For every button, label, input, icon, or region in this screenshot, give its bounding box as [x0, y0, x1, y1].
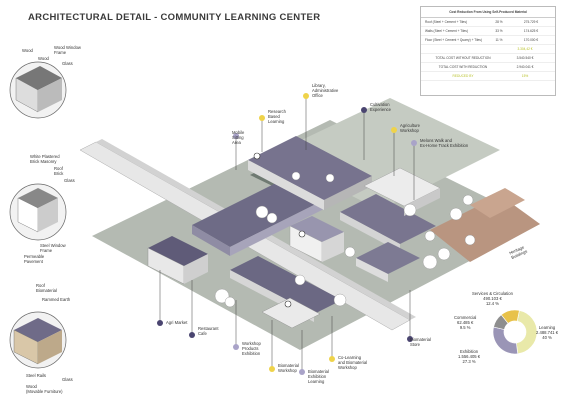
top-wall-2	[324, 176, 372, 210]
detail-circle-1	[9, 61, 67, 119]
dot-cultivation	[361, 107, 367, 113]
earth-area	[430, 195, 540, 262]
cost-total-without-label: TOTAL COST WITHOUT REDUCTION	[435, 56, 491, 60]
pie-label-exhibition: Exhibition 1.556.405 € 27.3 %	[458, 349, 481, 364]
cost-row: Floor (Steel + Cement + Quarry) + Tiles)…	[421, 36, 555, 45]
callout-glass-3: Glass	[62, 377, 73, 382]
pie-label-learning: Learning 2.488.741 € 40 %	[536, 325, 559, 340]
label-restaurant: Restaurant Cafe	[198, 326, 219, 336]
callout-roof-brick: Roof Brick	[54, 166, 64, 176]
top-wall	[248, 160, 324, 210]
cost-row-label: Walls (Steel + Cement + Tiles)	[425, 29, 468, 33]
lower-right-wall	[356, 258, 388, 282]
right-roof	[340, 194, 436, 244]
cost-row-value: 170.000 €	[523, 38, 539, 42]
cost-subtotal-value: 3.304,42 €	[517, 47, 533, 51]
cost-row-pct: 33 %	[495, 29, 503, 33]
program-pie-chart	[492, 309, 538, 355]
cost-reduction-table: Cost Reduction From Using Self-Produced …	[420, 6, 556, 96]
callout-glass-2: Glass	[64, 178, 75, 183]
callout-glass: Glass	[62, 61, 73, 66]
label-workshop-products: Workshop Products Exhibition	[242, 341, 261, 356]
cost-total-with-value: 2.940.041 €	[516, 65, 534, 69]
pie-label-commercial: Commercial 62.485 € 9.5 %	[454, 315, 477, 330]
label-library: Library, Administrative Office	[312, 83, 339, 98]
callout-wood: Wood	[22, 48, 33, 53]
cost-total-without: TOTAL COST WITHOUT REDUCTION 3.540.540 €	[421, 54, 555, 63]
cost-reduction: REDUCED BY 15%	[421, 72, 555, 81]
cost-total-with-label: TOTAL COST WITH REDUCTION	[438, 65, 488, 69]
dot-research	[259, 115, 265, 121]
white-bldg-roof	[290, 216, 344, 242]
dot-co-learning	[329, 356, 335, 362]
pie-slice-services-circulation	[500, 309, 520, 324]
callout-steel-rails: Steel Rails	[26, 373, 47, 378]
cost-row: Roof (Steel + Cement + Tiles) 28 % 275.7…	[421, 18, 555, 27]
earth-area-2	[470, 188, 525, 218]
leader-lines	[159, 98, 415, 372]
cost-total-without-value: 3.540.540 €	[516, 56, 534, 60]
market-side	[184, 254, 208, 284]
cost-row-value: 174.625 €	[523, 29, 539, 33]
detail-circle-3	[9, 311, 67, 369]
callout-steel-window-frame: Steel Window Frame	[40, 243, 66, 253]
detail-circle-2	[9, 183, 67, 241]
area-markers	[253, 152, 306, 308]
cost-row: Walls (Steel + Cement + Tiles) 33 % 174.…	[421, 27, 555, 36]
pie-slice-exhibition	[492, 326, 519, 355]
callout-roof-biomaterial: Roof Biomaterial	[36, 283, 57, 293]
pie-label-services: Services & Circulation 490.103 € 12.4 %	[472, 291, 513, 306]
callout-wood-2: Wood	[38, 56, 49, 61]
dot-agri-market	[157, 320, 163, 326]
small-pavilion	[261, 297, 321, 329]
callout-wood-movable: Wood (Movable Furniture)	[26, 384, 63, 394]
dot-biomaterial-store	[407, 336, 413, 342]
callout-wood-window-frame: Wood Window Frame	[54, 45, 81, 55]
label-melons: Melons Walk and Ex-Home Track Exhibition	[420, 138, 469, 148]
label-biomaterial-exhibition: Biomaterial Exhibition Learning	[308, 369, 329, 384]
trees	[214, 171, 476, 308]
cost-subtotal: 3.304,42 €	[421, 45, 555, 54]
dot-restaurant	[189, 332, 195, 338]
label-agri-market: Agri Market	[166, 320, 188, 325]
dot-library	[303, 93, 309, 99]
cost-row-value: 275.729 €	[523, 20, 539, 24]
label-biomaterial-workshop: Biomaterial Workshop	[278, 363, 299, 373]
right-wall	[340, 212, 400, 252]
cost-total-with: TOTAL COST WITH REDUCTION 2.940.041 €	[421, 63, 555, 72]
cost-row-pct: 28 %	[495, 20, 503, 24]
callout-white-plastered: White Plastered Brick Masonry	[30, 154, 60, 164]
dot-mobile	[233, 133, 239, 139]
cost-row-label: Floor (Steel + Cement + Quarry) + Tiles)	[425, 38, 482, 42]
white-bldg-side	[322, 232, 344, 262]
page-title: ARCHITECTURAL DETAIL - COMMUNITY LEARNIN…	[28, 12, 321, 23]
label-cultivation: Cultivation Experience	[370, 102, 391, 112]
dot-agriculture	[391, 127, 397, 133]
label-co-learning: Co-Learning and Biomaterial Workshop	[338, 355, 368, 370]
dot-biomaterial-workshop	[269, 366, 275, 372]
callout-permeable-pavement: Permeable Pavement	[24, 254, 45, 264]
callout-rammed-earth: Rammed Earth	[42, 297, 71, 302]
pie-slice-learning	[516, 310, 538, 355]
label-agriculture: Agriculture Workshop	[400, 123, 421, 133]
main-wall	[192, 225, 230, 256]
label-biomaterial-store: Biomaterial Store	[410, 337, 431, 347]
cost-reduction-value: 15%	[521, 74, 529, 78]
cost-row-pct: 11 %	[495, 38, 503, 42]
lower-roof	[230, 256, 342, 314]
dot-melons	[411, 140, 417, 146]
label-mobile: Mobile Sitting Area	[232, 130, 245, 145]
market-roof	[148, 236, 208, 266]
cost-row-label: Roof (Steel + Cement + Tiles)	[425, 20, 467, 24]
label-research: Research Based Learning	[268, 109, 286, 124]
top-roof	[248, 136, 372, 200]
cost-table-title: Cost Reduction From Using Self-Produced …	[421, 7, 555, 18]
dot-workshop-products	[233, 344, 239, 350]
cost-reduction-label: REDUCED BY	[452, 74, 474, 78]
dot-biomaterial-exhibition	[299, 369, 305, 375]
